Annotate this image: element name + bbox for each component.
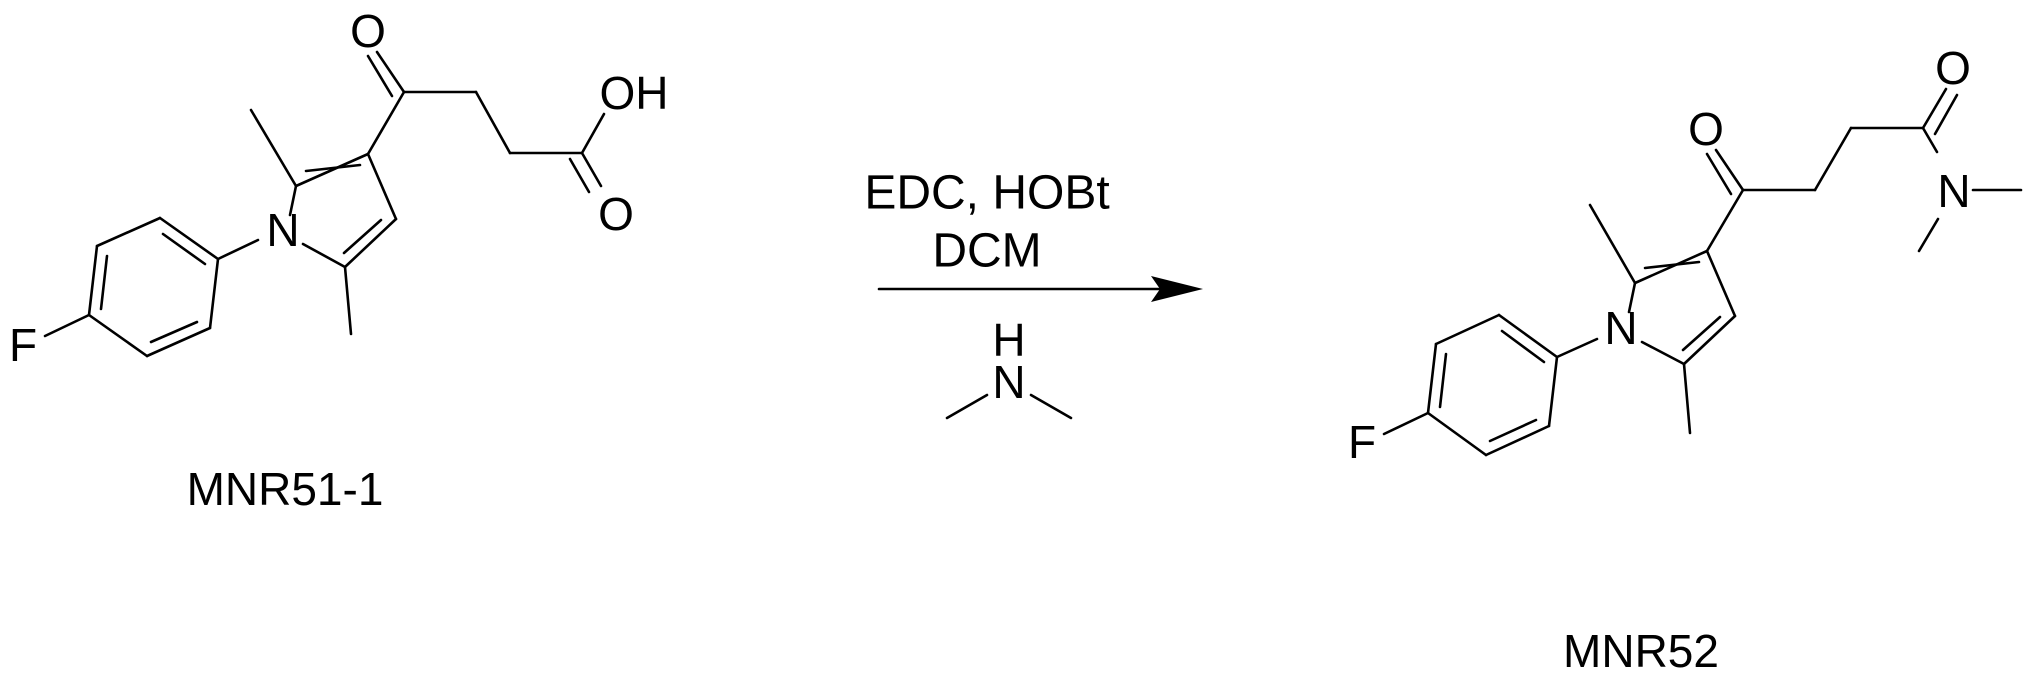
pyrrole-nitrogen-label: N xyxy=(1604,302,1637,354)
product-name: MNR52 xyxy=(1563,625,1719,677)
reagent-line-2: DCM xyxy=(932,225,1041,278)
fluorine-atom-label: F xyxy=(9,319,37,371)
reaction-arrow-head xyxy=(1151,276,1203,302)
ketone-oxygen-label: O xyxy=(1688,103,1724,155)
amide-oxygen-label: O xyxy=(1935,42,1971,94)
reactant-name: MNR51-1 xyxy=(187,463,384,515)
reagent-line-1: EDC, HOBt xyxy=(864,167,1109,220)
hydroxyl-label: OH xyxy=(600,67,669,119)
reactant-structure: F N O OH O xyxy=(9,5,669,371)
amide-nitrogen-label: N xyxy=(1937,165,1970,217)
amine-hydrogen-label: H xyxy=(992,314,1025,366)
product-structure: F N O O N xyxy=(1348,42,2023,468)
acid-oxygen-label: O xyxy=(598,188,634,240)
ketone-oxygen-label: O xyxy=(350,5,386,57)
reaction-conditions: EDC, HOBt DCM H N xyxy=(864,167,1203,420)
fluorine-atom-label: F xyxy=(1348,416,1376,468)
amine-nitrogen-label: N xyxy=(992,356,1025,408)
nitrogen-atom-label: N xyxy=(266,204,299,256)
